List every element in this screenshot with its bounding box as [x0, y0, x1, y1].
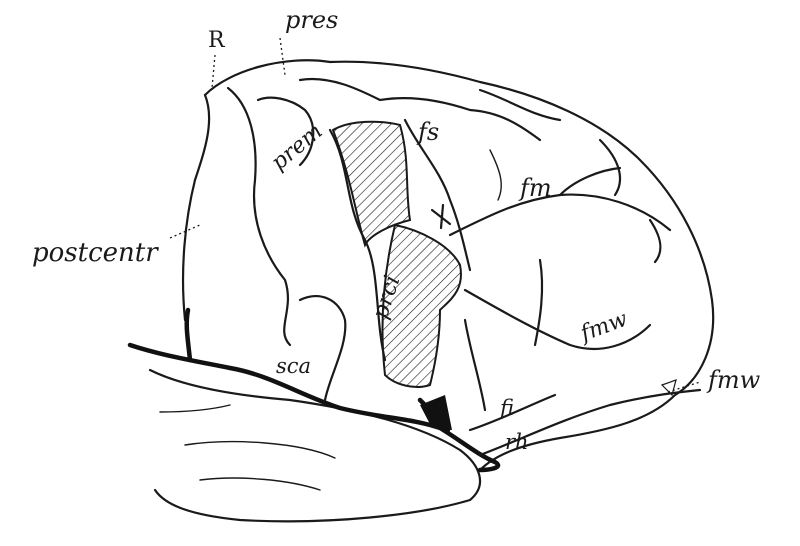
central-sulcus-front — [256, 96, 315, 167]
temporal-line-1 — [184, 440, 336, 459]
temporal-outline — [148, 368, 481, 523]
small-sulcus — [489, 149, 502, 201]
label-fm: fm — [520, 174, 552, 202]
sylvian-branch — [184, 307, 193, 363]
hemisphere-outline — [203, 59, 715, 472]
fmw-branch — [533, 258, 544, 347]
sylvian-fissure — [127, 342, 501, 473]
sca-gyrus — [298, 295, 347, 402]
fm-branch-2 — [648, 218, 662, 264]
label-rh: rh — [505, 430, 529, 454]
upper-gyri — [298, 77, 542, 142]
fm-branch-1 — [558, 166, 622, 197]
insula-mark — [420, 395, 452, 430]
frontal-edge — [181, 93, 211, 322]
fm-sulcus — [448, 193, 672, 237]
label-pres: pres — [285, 6, 339, 34]
label-fs: fs — [418, 118, 440, 146]
temporal-line-3 — [199, 477, 321, 491]
leader-R — [211, 54, 216, 89]
right-gyrus — [598, 138, 622, 197]
leader-pres — [279, 37, 286, 76]
leader-postcentr — [169, 224, 201, 239]
label-fmw-outer: fmw — [708, 366, 761, 394]
hatched-area-lower — [381, 223, 462, 388]
upper-gyri-2 — [478, 88, 562, 122]
fs-sulcus — [403, 118, 472, 272]
postcentral-sulcus — [226, 86, 292, 347]
label-sca: sca — [276, 354, 312, 378]
temporal-line-2 — [159, 404, 231, 413]
label-R: R — [208, 28, 225, 53]
lower-branch-2 — [468, 393, 557, 432]
fmw-sulcus — [463, 288, 652, 350]
cross-mark — [430, 203, 452, 230]
hatched-area-upper — [331, 120, 412, 248]
lower-branch — [478, 388, 702, 457]
label-postcentr: postcentr — [32, 238, 158, 268]
lower-gyrus — [463, 318, 487, 412]
label-fi: fi — [500, 396, 515, 420]
leader-fmw-arrow — [660, 379, 677, 397]
